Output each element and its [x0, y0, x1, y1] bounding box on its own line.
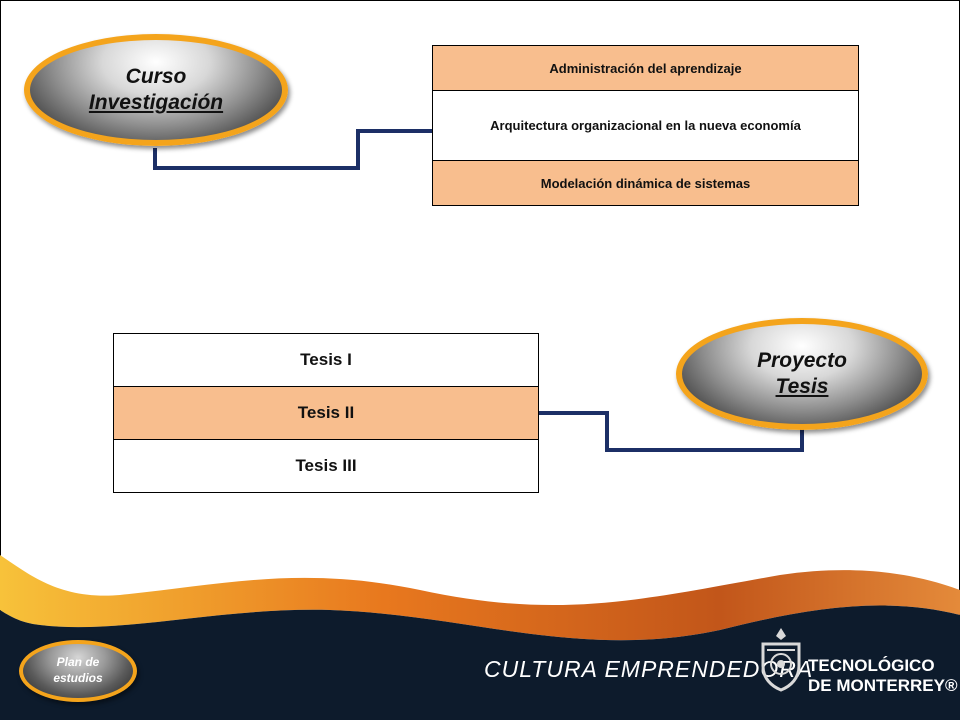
plan-label-2: estudios [53, 671, 103, 685]
brand-line-2: DE MONTERREY® [808, 676, 958, 695]
table-row: Tesis III [113, 439, 539, 493]
table-row: Modelación dinámica de sistemas [432, 160, 859, 206]
table-row: Tesis I [113, 333, 539, 387]
curso-label: Curso [125, 64, 187, 88]
proyecto-label: Proyecto [757, 348, 847, 372]
curso-investigacion-button[interactable]: Curso Investigación [24, 34, 288, 146]
proyecto-tesis-button[interactable]: Proyecto Tesis [676, 318, 928, 430]
courses-table: Administración del aprendizaje Arquitect… [432, 45, 859, 206]
tesis-table: Tesis I Tesis II Tesis III [113, 333, 539, 493]
plan-de-estudios-button[interactable]: Plan de estudios [19, 640, 137, 702]
tesis-cell: Tesis II [113, 386, 539, 440]
brand-line-1: TECNOLÓGICO [808, 656, 935, 675]
dark-footer-bg [0, 605, 960, 720]
tec-brand: TECNOLÓGICO DE MONTERREY® [808, 656, 957, 696]
tesis-cell: Tesis I [113, 333, 539, 387]
investigacion-link[interactable]: Investigación [88, 91, 224, 114]
tec-emblem-icon [761, 628, 801, 692]
orange-swoosh [0, 555, 960, 641]
plan-label-1: Plan de [56, 655, 100, 670]
cultura-emprendedora-text: CULTURA EMPRENDEDORA [484, 656, 814, 682]
course-cell: Administración del aprendizaje [432, 45, 859, 91]
course-cell: Arquitectura organizacional en la nueva … [432, 90, 859, 161]
footer-banner [0, 555, 960, 720]
table-row: Arquitectura organizacional en la nueva … [432, 90, 859, 161]
table-row: Tesis II [113, 386, 539, 440]
course-cell: Modelación dinámica de sistemas [432, 160, 859, 206]
table-row: Administración del aprendizaje [432, 45, 859, 91]
tesis-cell: Tesis III [113, 439, 539, 493]
tesis-link[interactable]: Tesis [775, 375, 829, 398]
